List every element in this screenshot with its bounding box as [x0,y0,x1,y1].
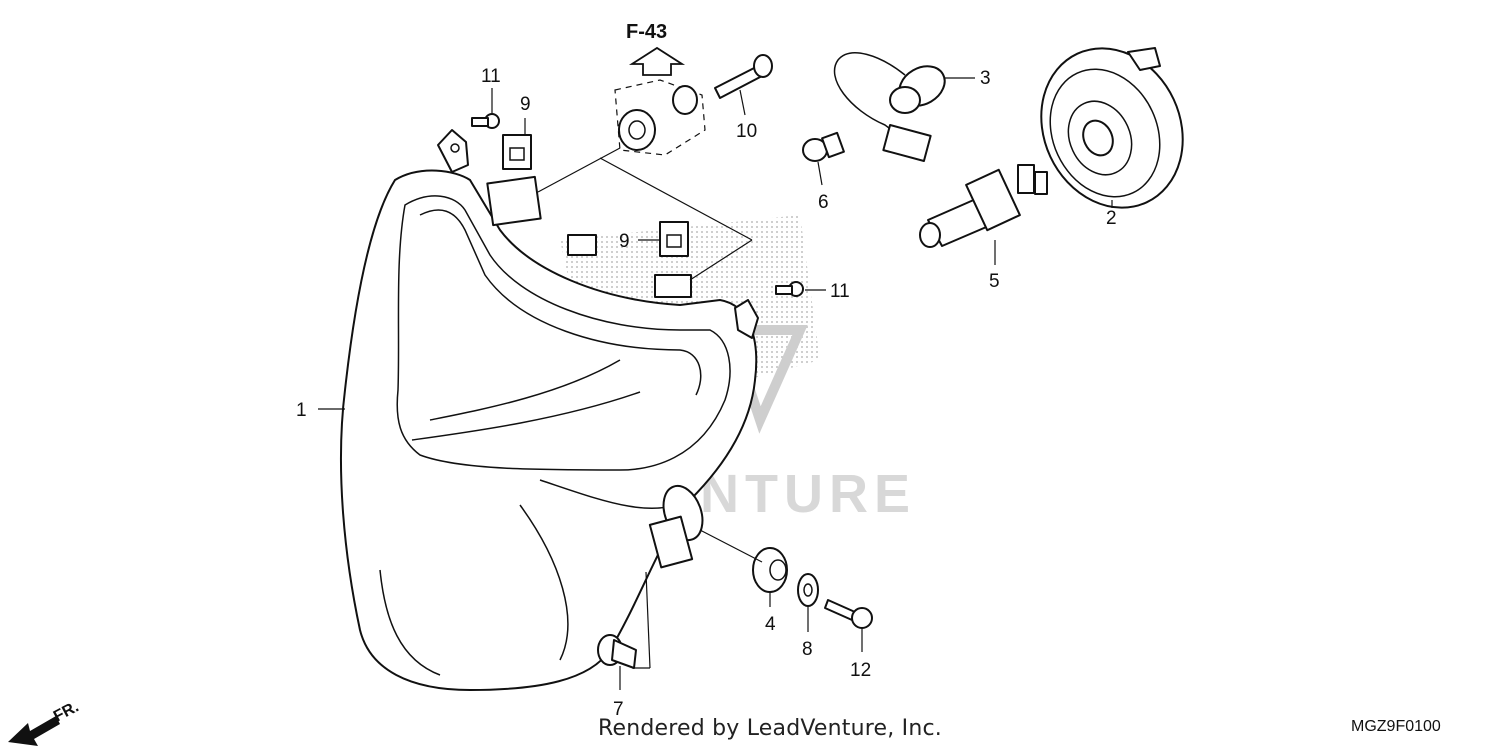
callout-2: 2 [1106,208,1117,229]
callout-1: 1 [296,400,307,421]
callout-3: 3 [980,68,991,89]
render-credit: Rendered by LeadVenture, Inc. [598,716,942,741]
leader-lines [318,77,1113,690]
diagram-code: MGZ9F0100 [1351,718,1441,735]
callout-numbers: 1 2 3 4 5 6 7 8 9 9 10 11 11 12 [296,66,1117,720]
callout-12: 12 [850,660,871,681]
callout-10: 10 [736,121,757,142]
flange-bolt [824,599,873,629]
bulb-socket-harness [833,52,946,162]
reference-label: F-43 [626,21,667,43]
callout-8: 8 [802,639,813,660]
callout-11-lower: 11 [830,281,850,302]
position-bulb [802,131,845,162]
callout-9-lower: 9 [619,231,630,252]
collar [597,634,637,669]
callout-5: 5 [989,271,1000,292]
mounting-bolt-assembly [614,54,773,156]
headlight-shell [1040,47,1184,209]
callout-6: 6 [818,192,829,213]
clip-lower [659,221,689,257]
clip-upper [502,134,532,170]
callout-7: 7 [613,699,624,720]
screw-upper [471,113,500,129]
reference-arrow: F-43 [626,21,686,76]
callout-11-upper: 11 [481,66,501,87]
headlight-housing [340,129,759,691]
headlight-bulb [919,164,1048,248]
front-direction-marker: FR. [8,698,82,746]
callout-4: 4 [765,614,776,635]
rubber-grommet [752,547,788,593]
washer [797,573,819,607]
screw-lower [775,281,804,297]
callout-9-upper: 9 [520,94,531,115]
